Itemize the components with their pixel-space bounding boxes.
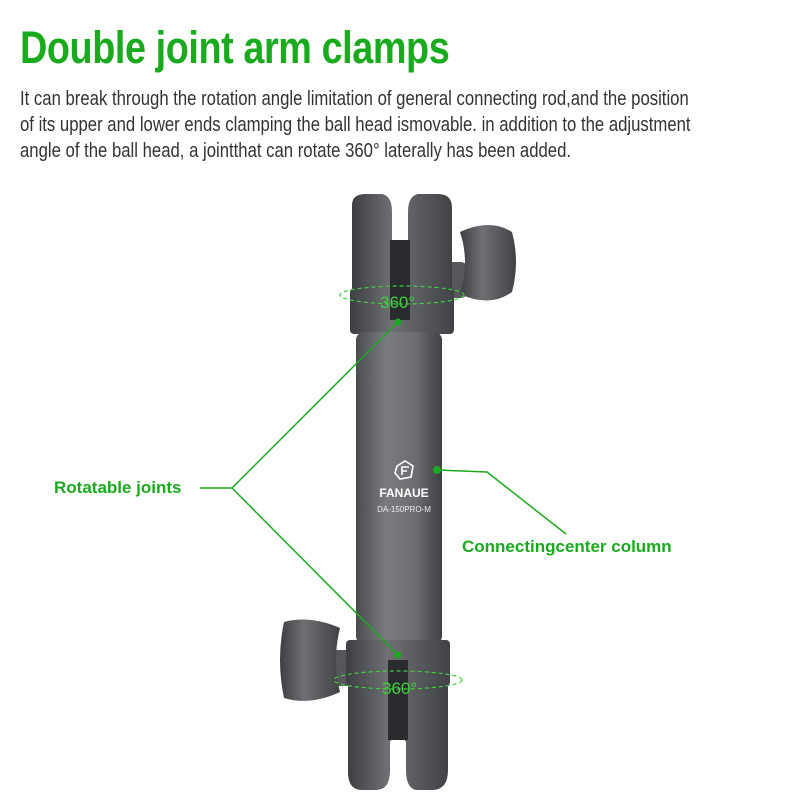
bottom-clamp	[346, 640, 450, 790]
bottom-rotation-label: 360°	[382, 679, 417, 698]
description-line: It can break through the rotation angle …	[20, 87, 689, 110]
description-line: angle of the ball head, a jointthat can …	[20, 139, 572, 162]
brand-name: FANAUE	[379, 486, 428, 500]
center-column	[356, 332, 442, 644]
column-callout-line	[433, 466, 567, 535]
page-title: Double joint arm clamps	[20, 22, 450, 73]
bottom-rotation-arrow-icon	[333, 670, 463, 690]
top-rotation-label: 360°	[380, 293, 415, 312]
center-column-label: Connectingcenter column	[462, 537, 672, 556]
rotatable-joints-label: Rotatable joints	[54, 478, 182, 497]
top-knob	[445, 225, 516, 301]
joints-callout-line	[200, 321, 399, 656]
description-line: of its upper and lower ends clamping the…	[20, 113, 691, 136]
model-number: DA-150PRO-M	[377, 505, 431, 514]
brand-logo-icon	[394, 460, 414, 480]
top-clamp	[350, 194, 454, 334]
bottom-knob	[280, 619, 352, 701]
description: It can break through the rotation angle …	[20, 86, 754, 164]
top-rotation-arrow-icon	[339, 285, 465, 305]
